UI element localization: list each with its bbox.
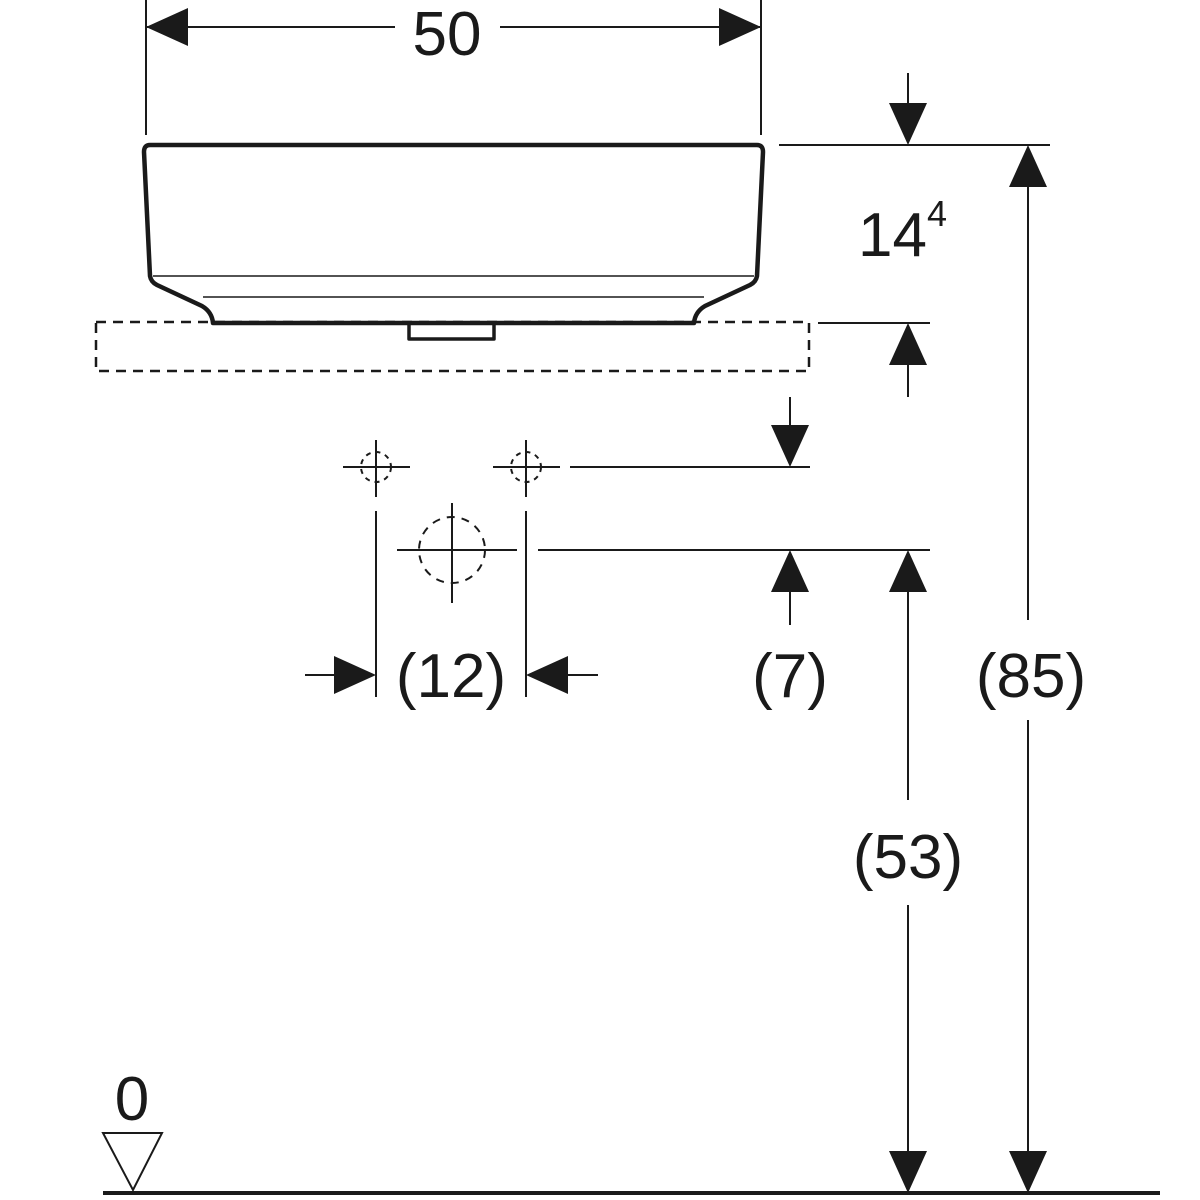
outlet-height-dimension: (53) (853, 550, 963, 1193)
outlet-height-label: (53) (853, 823, 963, 892)
tap-offset-dimension: (7) (538, 397, 930, 711)
tap-hole-left (343, 440, 410, 497)
countertop-outline (94, 320, 811, 373)
outlet-position (397, 503, 517, 603)
tap-hole-right (493, 440, 560, 497)
floor-level: 0 (101, 1065, 1160, 1195)
basin-height-dimension: 144 (779, 73, 1050, 397)
total-height-dimension: (85) (976, 145, 1086, 1193)
basin-height-label: 144 (858, 193, 947, 270)
floor-level-label: 0 (115, 1065, 149, 1134)
tap-spacing-label: (12) (396, 642, 506, 711)
tap-spacing-dimension: (12) (305, 511, 598, 711)
basin-outline (94, 142, 811, 373)
tap-offset-label: (7) (752, 642, 828, 711)
total-height-label: (85) (976, 642, 1086, 711)
width-dimension: 50 (145, 0, 762, 135)
level-triangle-icon (101, 1132, 164, 1193)
width-label: 50 (413, 0, 482, 69)
